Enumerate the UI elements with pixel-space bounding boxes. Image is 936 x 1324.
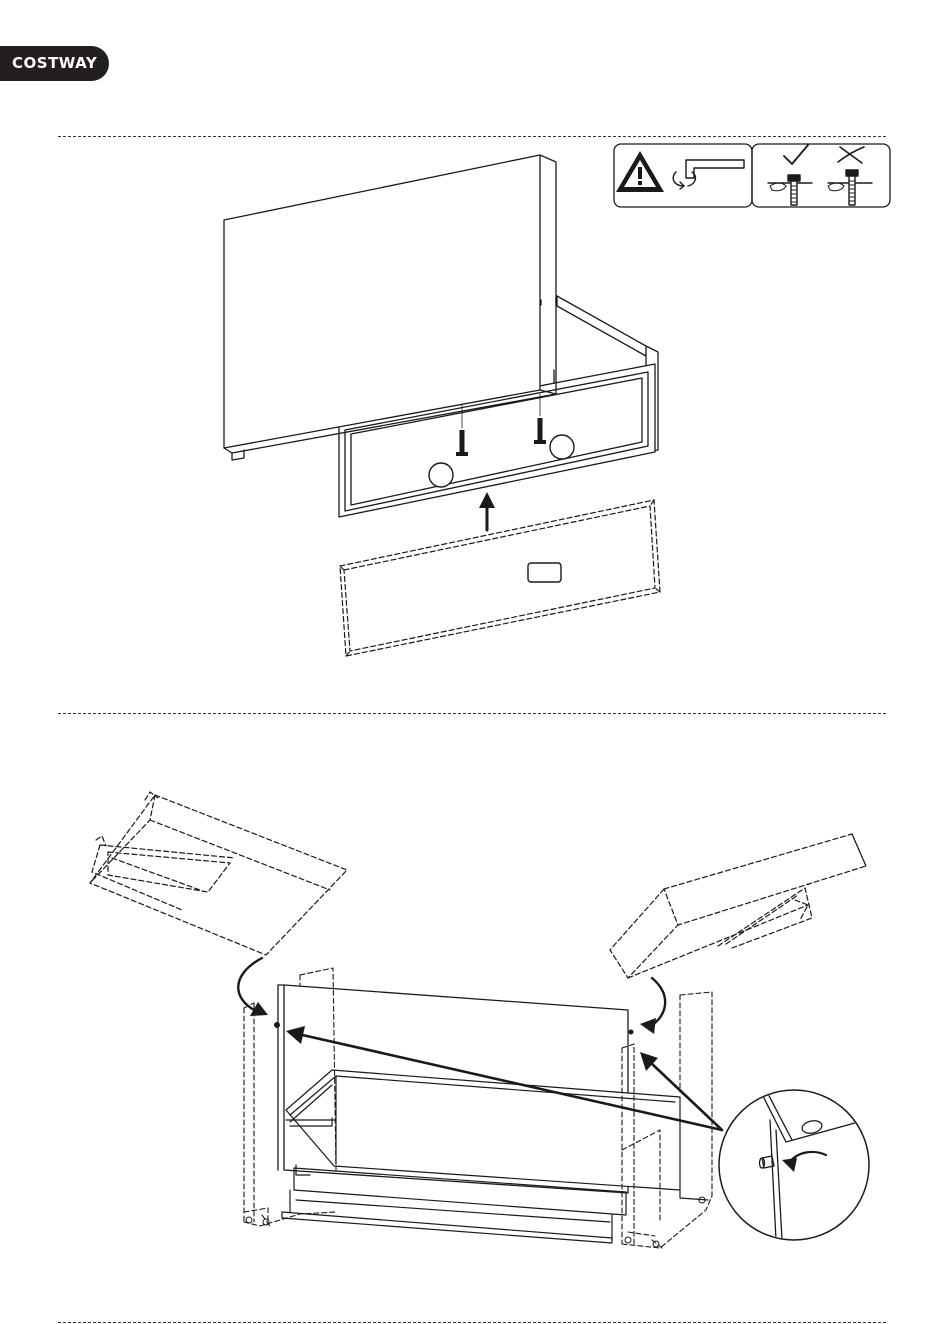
- part-label-box: [528, 563, 561, 582]
- dowel-detail-icon: [719, 1090, 880, 1240]
- callout-circle-screw-left: [429, 463, 453, 487]
- screw-correct-icon: [768, 145, 812, 205]
- curved-arrow-right: [640, 978, 665, 1034]
- up-arrow: [479, 492, 495, 530]
- screw-wrong-icon: [828, 147, 872, 205]
- callout-circle-screw-right: [550, 435, 574, 459]
- allen-key-icon: [673, 160, 744, 189]
- cabinet-frames: [282, 1070, 708, 1243]
- step1-illustration: [224, 144, 890, 656]
- dashed-left-side-panel: [90, 792, 347, 955]
- dashed-right-side-panel: [610, 834, 866, 978]
- step2-illustration: [90, 792, 880, 1248]
- warning-icon: [616, 151, 664, 192]
- warning-tool-panel: [614, 144, 890, 207]
- curved-arrow-left: [238, 958, 268, 1016]
- dashed-drawer-front: [340, 500, 660, 656]
